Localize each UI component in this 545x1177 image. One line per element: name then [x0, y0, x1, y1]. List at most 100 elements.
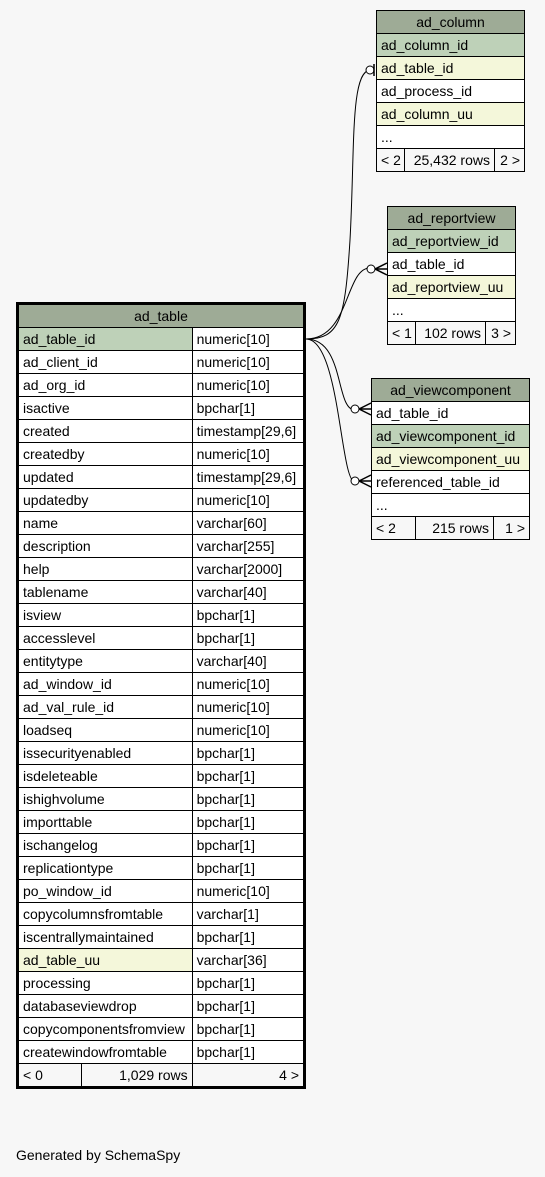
column-type: bpchar[1] [191, 810, 306, 834]
column-row[interactable]: ad_reportview_uu [387, 275, 516, 299]
column-type: bpchar[1] [191, 856, 306, 880]
column-name: ad_reportview_id [387, 229, 516, 253]
children-count: 2 > [493, 148, 526, 172]
column-type: varchar[40] [191, 580, 306, 604]
row-count: 1,029 rows [119, 1067, 188, 1083]
column-name: replicationtype [17, 856, 193, 880]
column-name: importtable [17, 810, 193, 834]
column-name: ad_client_id [17, 350, 193, 374]
column-row[interactable]: ad_column_uu [375, 102, 526, 126]
column-type: bpchar[1] [191, 787, 306, 811]
column-row[interactable]: ad_process_id [375, 79, 526, 103]
column-row[interactable]: ad_reportview_id [387, 229, 516, 253]
column-row[interactable]: ad_column_id [375, 33, 526, 57]
column-type: numeric[10] [191, 879, 306, 903]
relation-ad-reportview [305, 267, 371, 340]
column-type: bpchar[1] [191, 994, 306, 1018]
column-name: iscentrallymaintained [17, 925, 193, 949]
row-count: 25,432 rows [404, 148, 495, 172]
column-name: help [17, 557, 193, 581]
crowfoot-icon [358, 402, 372, 416]
table-header: ad_table [17, 303, 305, 328]
column-type: varchar[2000] [191, 557, 306, 581]
column-name: copycomponentsfromview [17, 1017, 193, 1041]
column-name: issecurityenabled [17, 741, 193, 765]
relation-ad-column [305, 69, 371, 340]
column-name: loadseq [17, 718, 193, 742]
column-type: bpchar[1] [191, 1040, 306, 1064]
column-name: ad_viewcomponent_id [370, 424, 531, 448]
generated-by-text: Generated by SchemaSpy [16, 1147, 181, 1163]
column-name: updated [17, 465, 193, 489]
table-header: ad_viewcomponent [370, 378, 531, 402]
column-type: timestamp[29,6] [191, 419, 306, 443]
column-name: isview [17, 603, 193, 627]
column-row[interactable]: ... [387, 298, 516, 322]
column-row[interactable]: ad_table_id [375, 56, 526, 80]
column-name: createdby [17, 442, 193, 466]
table-header: ad_reportview [387, 206, 516, 230]
column-row[interactable]: ... [370, 493, 531, 517]
zero-marker-icon [350, 404, 360, 414]
column-name: ad_table_id [17, 327, 193, 351]
column-type: numeric[10] [191, 695, 306, 719]
column-row[interactable]: ad_viewcomponent_id [370, 424, 531, 448]
column-row[interactable]: referenced_table_id [370, 470, 531, 494]
column-type: numeric[10] [191, 373, 306, 397]
column-type: bpchar[1] [191, 741, 306, 765]
column-name: ad_reportview_uu [387, 275, 516, 299]
column-type: varchar[255] [191, 534, 306, 558]
children-count: 1 > [492, 516, 531, 540]
column-type: varchar[1] [191, 902, 306, 926]
zero-marker-icon [350, 476, 360, 486]
column-type: bpchar[1] [191, 1017, 306, 1041]
column-row[interactable]: ... [375, 125, 526, 149]
column-row[interactable]: ad_table_id [370, 401, 531, 425]
column-type: bpchar[1] [191, 626, 306, 650]
column-name: ... [370, 493, 531, 517]
row-count: 102 rows [415, 321, 486, 345]
column-name: copycolumnsfromtable [17, 902, 193, 926]
parents-count: < 0 [19, 1064, 82, 1086]
column-row[interactable]: ad_table_id [387, 252, 516, 276]
column-name: ad_viewcomponent_uu [370, 447, 531, 471]
column-row[interactable]: ad_viewcomponent_uu [370, 447, 531, 471]
